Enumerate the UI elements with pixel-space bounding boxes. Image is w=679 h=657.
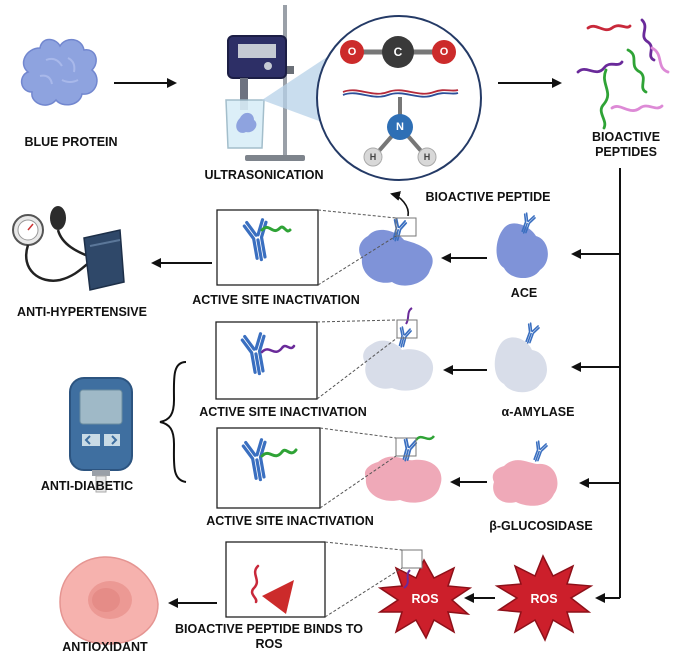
ace-enzyme-icon <box>496 211 548 279</box>
hydrogen-atom-left <box>363 147 383 167</box>
label-binds-line1: BIOACTIVE PEPTIDE BINDS TO <box>175 622 363 636</box>
ros-triangle <box>262 580 294 614</box>
label-beta-glucosidase: β-GLUCOSIDASE <box>489 519 593 533</box>
oxygen-atom-right <box>432 40 456 64</box>
hydrogen-atom-right <box>417 147 437 167</box>
peptide-strand <box>250 564 260 604</box>
ros-right-icon <box>494 554 594 642</box>
molecule-h-right-label: H <box>423 152 431 162</box>
label-alpha-amylase: α-AMYLASE <box>501 405 575 419</box>
ace-bound-enzyme-icon <box>359 217 433 286</box>
cavitation-zoom-circle <box>316 15 482 181</box>
glucometer-icon <box>69 377 133 493</box>
label-blue-protein: BLUE PROTEIN <box>24 135 118 149</box>
label-active-site-2: ACTIVE SITE INACTIVATION <box>199 405 367 419</box>
label-antioxidant: ANTIOXIDANT <box>62 640 148 654</box>
ros-right-label: ROS <box>530 592 558 606</box>
callout-arrow <box>390 191 410 217</box>
ultrasonicator-icon <box>225 5 305 161</box>
label-active-site-1: ACTIVE SITE INACTIVATION <box>192 293 360 307</box>
label-active-site-3: ACTIVE SITE INACTIVATION <box>206 514 374 528</box>
label-anti-diabetic: ANTI-DIABETIC <box>40 479 134 493</box>
label-ultrasonication: ULTRASONICATION <box>204 168 324 182</box>
active-site-box-2 <box>215 321 318 400</box>
label-bioactive-peptide-callout: BIOACTIVE PEPTIDE <box>425 190 551 204</box>
label-bioactive-peptides-line2: PEPTIDES <box>595 145 657 159</box>
molecule-o-right-label: O <box>439 46 449 58</box>
brace <box>159 361 187 483</box>
blood-pressure-monitor-icon <box>12 206 125 291</box>
bioactive-peptides-icon <box>576 18 670 130</box>
label-bioactive-peptides-line1: BIOACTIVE <box>591 130 661 144</box>
label-anti-hypertensive: ANTI-HYPERTENSIVE <box>17 305 147 319</box>
label-binds-line2: ROS <box>255 637 283 651</box>
amylase-enzyme-icon <box>494 321 547 393</box>
molecule-n-label: N <box>396 121 404 133</box>
molecule-o-left-label: O <box>347 46 357 58</box>
carbon-atom <box>382 36 414 68</box>
amylase-bound-enzyme-icon <box>363 307 434 391</box>
cell-icon <box>59 556 159 645</box>
oxygen-atom-left <box>340 40 364 64</box>
nitrogen-atom <box>387 114 413 140</box>
molecule-c-label: C <box>393 45 403 59</box>
active-site-box-3 <box>216 427 321 509</box>
blue-protein-icon <box>20 38 98 106</box>
ros-bound-icon <box>377 549 473 640</box>
molecule-h-left-label: H <box>369 152 377 162</box>
glucosidase-bound-enzyme-icon <box>364 435 442 503</box>
label-ace: ACE <box>510 286 538 300</box>
ros-bound-label: ROS <box>411 592 439 606</box>
active-site-box-1 <box>216 209 319 286</box>
glucosidase-enzyme-icon <box>492 439 558 506</box>
